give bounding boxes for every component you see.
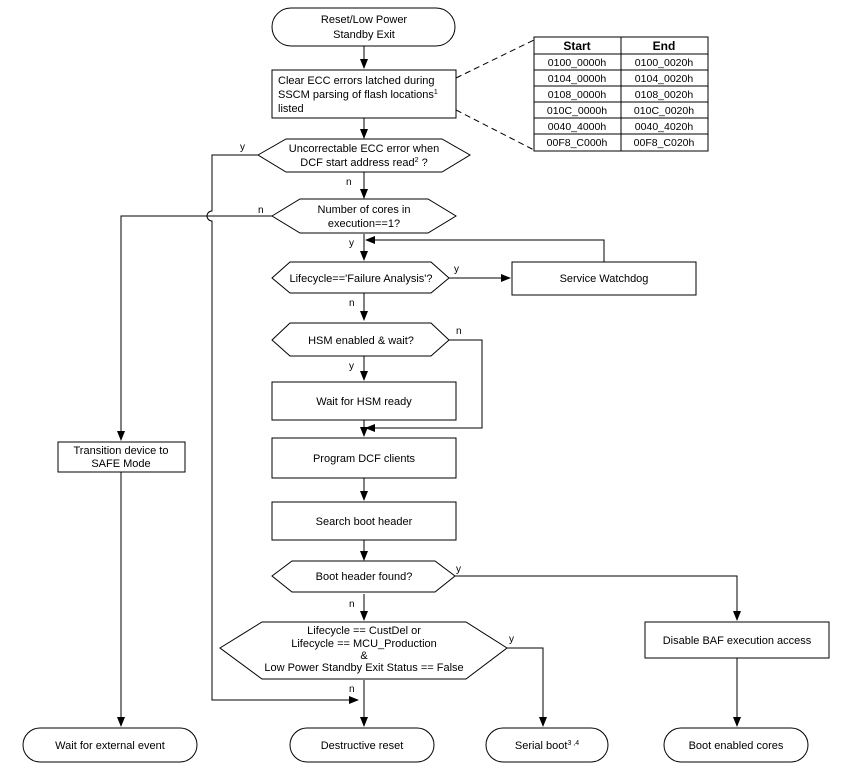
label-no: n: [349, 684, 355, 695]
label-yes: y: [456, 564, 461, 575]
node-text: SSCM parsing of flash locations1: [278, 89, 438, 101]
node-text: Standby Exit: [333, 29, 395, 41]
node-wait-for-hsm-ready: Wait for HSM ready: [271, 381, 457, 421]
node-text: Uncorrectable ECC error when: [289, 143, 439, 155]
node-text: Low Power Standby Exit Status == False: [264, 662, 463, 674]
table-cell: 0100_0000h: [548, 57, 607, 69]
node-text: SAFE Mode: [91, 458, 150, 470]
decision-boot-header-found: Boot header found?: [271, 560, 456, 593]
table-cell: 010C_0000h: [547, 105, 607, 117]
node-text: Lifecycle=='Failure Analysis'?: [290, 273, 433, 285]
label-no: n: [349, 298, 355, 309]
node-text: DCF start address read2 ?: [300, 157, 427, 169]
node-transition-to-safe-mode: Transition device to SAFE Mode: [57, 441, 186, 473]
label-yes: y: [349, 361, 354, 372]
table-header-start: Start: [563, 39, 590, 53]
node-text: Program DCF clients: [313, 453, 416, 465]
table-cell: 00F8_C020h: [634, 137, 695, 149]
node-service-watchdog: Service Watchdog: [511, 261, 697, 296]
table-cell: 00F8_C000h: [547, 137, 608, 149]
label-no: n: [349, 599, 355, 610]
node-text: Wait for external event: [55, 740, 165, 752]
node-text: Lifecycle == MCU_Production: [291, 638, 437, 650]
table-header-end: End: [653, 39, 676, 53]
decision-hsm-enabled: HSM enabled & wait?: [271, 322, 450, 357]
decision-lifecycle-custdel: Lifecycle == CustDel or Lifecycle == MCU…: [219, 621, 508, 680]
terminal-serial-boot: Serial boot3 ,4: [485, 727, 609, 763]
decision-uncorrectable-ecc-error: Uncorrectable ECC error when DCF start a…: [257, 138, 471, 173]
table-cell: 010C_0020h: [634, 105, 694, 117]
node-text: Lifecycle == CustDel or: [307, 625, 421, 637]
node-text: Number of cores in: [318, 204, 411, 216]
branch-labels: y n n y y n n y y n y n: [240, 142, 514, 695]
table-cell: 0108_0020h: [635, 89, 694, 101]
node-text: Serial boot3 ,4: [515, 740, 579, 752]
node-text: Wait for HSM ready: [316, 396, 412, 408]
table-cell: 0108_0000h: [548, 89, 607, 101]
node-text: Disable BAF execution access: [663, 635, 812, 647]
node-text: Boot enabled cores: [689, 740, 784, 752]
node-text: listed: [278, 103, 304, 115]
node-text: HSM enabled & wait?: [308, 335, 414, 347]
label-yes: y: [509, 634, 514, 645]
terminal-destructive-reset: Destructive reset: [289, 727, 435, 763]
node-text: Boot header found?: [316, 571, 413, 583]
node-text: Destructive reset: [321, 740, 404, 752]
node-search-boot-header: Search boot header: [271, 501, 457, 541]
node-text: Service Watchdog: [560, 273, 649, 285]
flash-locations-table: Start End 0100_0000h 0100_0020h 0104_000…: [533, 36, 709, 152]
label-no: n: [456, 326, 462, 337]
decision-lifecycle-failure-analysis: Lifecycle=='Failure Analysis'?: [271, 261, 450, 294]
node-disable-baf-execution-access: Disable BAF execution access: [644, 621, 830, 659]
node-text: Clear ECC errors latched during: [278, 75, 435, 87]
table-cell: 0100_0020h: [635, 57, 694, 69]
node-program-dcf-clients: Program DCF clients: [271, 437, 457, 479]
label-yes: y: [454, 264, 459, 275]
table-cell: 0040_4000h: [548, 121, 607, 133]
label-no: n: [258, 205, 264, 216]
node-text: &: [360, 650, 368, 662]
label-yes: y: [349, 238, 354, 249]
node-text: Transition device to: [74, 445, 169, 457]
node-reset-low-power-standby-exit: Reset/Low Power Standby Exit: [271, 7, 456, 47]
node-text: Reset/Low Power: [321, 14, 408, 26]
node-clear-ecc-errors: Clear ECC errors latched during SSCM par…: [271, 69, 457, 119]
decision-number-of-cores: Number of cores in execution==1?: [271, 198, 457, 234]
label-no: n: [346, 177, 352, 188]
terminal-boot-enabled-cores: Boot enabled cores: [663, 727, 809, 763]
connectors: [117, 39, 741, 727]
terminal-wait-for-external-event: Wait for external event: [22, 727, 198, 763]
table-cell: 0104_0020h: [635, 73, 694, 85]
node-text: execution==1?: [328, 218, 400, 230]
table-cell: 0104_0000h: [548, 73, 607, 85]
table-cell: 0040_4020h: [635, 121, 694, 133]
label-yes: y: [240, 142, 245, 153]
node-text: Search boot header: [316, 516, 413, 528]
